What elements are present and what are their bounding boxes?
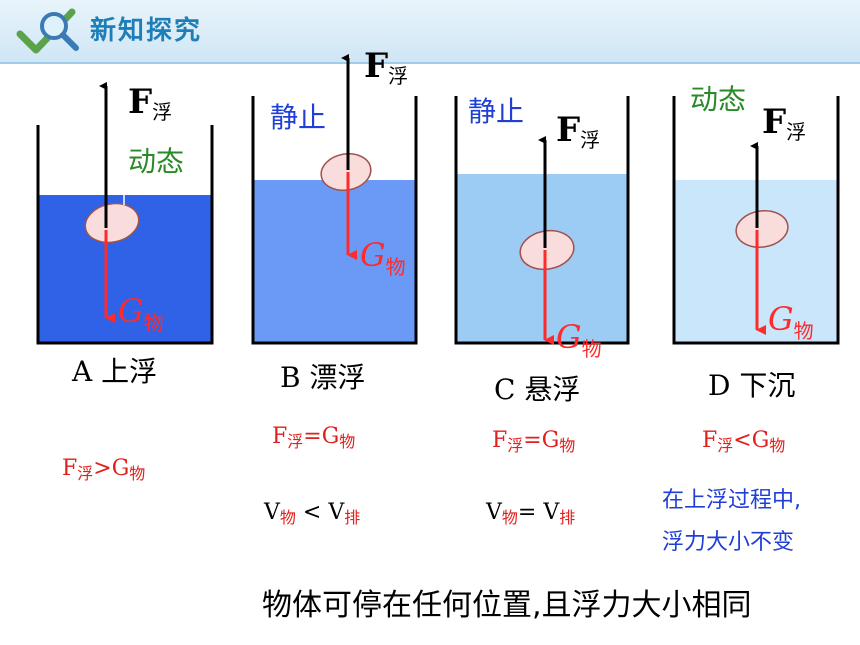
beaker-label-d: D 下沉 <box>708 369 796 402</box>
gravity-label-c: G物 <box>556 318 602 361</box>
gravity-label-a: G物 <box>118 292 164 335</box>
buoyancy-label-a: F浮 <box>128 82 173 124</box>
magnifier-check-icon <box>14 4 86 64</box>
beaker-c <box>454 96 630 345</box>
header-bar <box>0 0 860 62</box>
state-label-b: 静止 <box>270 101 327 134</box>
beaker-a <box>36 82 214 345</box>
gravity-label-d: G物 <box>768 300 814 343</box>
beaker-d <box>672 96 840 345</box>
condition-b: F浮=G物 <box>272 424 356 451</box>
beaker-label-b: B 漂浮 <box>280 361 366 394</box>
condition-a: F浮>G物 <box>62 456 146 483</box>
state-label-a: 动态 <box>128 145 185 178</box>
state-label-d: 动态 <box>690 83 747 116</box>
object-a <box>84 202 140 244</box>
buoyancy-label-d: F浮 <box>762 102 807 144</box>
state-label-c: 静止 <box>468 95 525 128</box>
beaker-label-c: C 悬浮 <box>494 373 581 406</box>
note-d-line1: 在上浮过程中, <box>662 488 801 513</box>
note-d-line2: 浮力大小不变 <box>662 530 795 555</box>
bottom-statement: 物体可停在任何位置,且浮力大小相同 <box>262 588 752 623</box>
object-d <box>735 210 789 248</box>
gravity-label-b: G物 <box>360 236 406 279</box>
condition-d: F浮<G物 <box>702 428 786 455</box>
beaker-label-a: A 上浮 <box>72 355 158 388</box>
buoyancy-label-c: F浮 <box>556 110 601 152</box>
buoyancy-label-b: F浮 <box>364 46 409 88</box>
header-divider <box>0 62 860 64</box>
volume-c: V物= V排 <box>486 500 576 527</box>
condition-c: F浮=G物 <box>492 428 576 455</box>
volume-b: V物 < V排 <box>264 500 361 527</box>
page-title: 新知探究 <box>90 16 203 46</box>
beaker-b <box>251 54 418 345</box>
water-b <box>253 180 416 343</box>
